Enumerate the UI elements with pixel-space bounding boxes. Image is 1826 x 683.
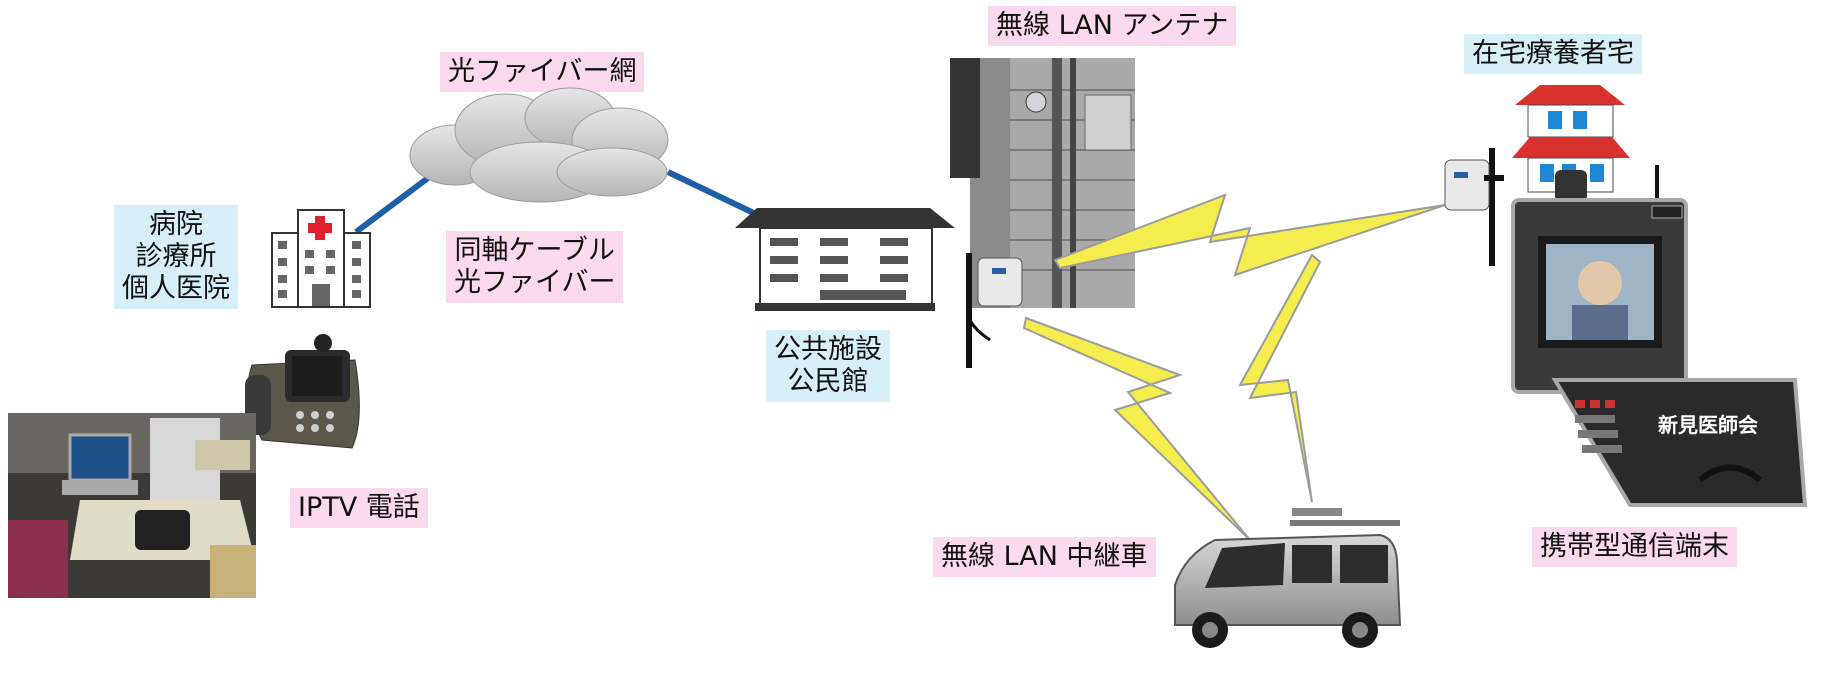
wireless-link-van-home bbox=[1238, 253, 1322, 503]
case-sign-text: 新見医師会 bbox=[1658, 413, 1758, 437]
cable-label-line-1: 同軸ケーブル bbox=[454, 235, 615, 266]
relay-vehicle-photo bbox=[1174, 508, 1402, 648]
relay-vehicle-label: 無線 LAN 中継車 bbox=[933, 537, 1156, 577]
hospital-label-line-3: 個人医院 bbox=[122, 272, 230, 304]
wireless-link-facility-home bbox=[1053, 193, 1446, 277]
home-antenna-icon bbox=[1444, 148, 1504, 266]
fiber-link-hospital bbox=[354, 175, 430, 235]
iptv-phone-label: IPTV 電話 bbox=[290, 488, 428, 528]
wireless-antenna-label: 無線 LAN アンテナ bbox=[988, 6, 1237, 46]
public-facility-icon bbox=[735, 208, 955, 311]
iptv-phone-photo bbox=[245, 334, 360, 449]
public-facility-label: 公共施設 公民館 bbox=[766, 330, 890, 402]
hospital-icon bbox=[271, 209, 371, 308]
cable-label: 同軸ケーブル 光ファイバー bbox=[446, 231, 624, 303]
hospital-label-line-2: 診療所 bbox=[135, 240, 217, 272]
public-facility-label-line-1: 公共施設 bbox=[774, 334, 882, 365]
cloud-icon bbox=[409, 87, 669, 203]
wireless-link-facility-van bbox=[1022, 316, 1251, 541]
facility-antenna-icon bbox=[966, 253, 1023, 368]
hospital-label: 病院 診療所 個人医院 bbox=[114, 205, 238, 309]
fiber-network-label: 光ファイバー網 bbox=[440, 52, 645, 92]
portable-terminal-photo: 新見医師会 bbox=[1511, 165, 1808, 507]
home-label: 在宅療養者宅 bbox=[1464, 34, 1642, 74]
portable-terminal-label: 携帯型通信端末 bbox=[1532, 527, 1737, 567]
hospital-label-line-1: 病院 bbox=[149, 209, 203, 240]
office-photo bbox=[8, 413, 256, 598]
house-icon bbox=[1512, 85, 1630, 193]
cable-label-line-2: 光ファイバー bbox=[454, 266, 616, 298]
fiber-link-facility bbox=[666, 169, 762, 219]
public-facility-label-line-2: 公民館 bbox=[787, 365, 869, 397]
